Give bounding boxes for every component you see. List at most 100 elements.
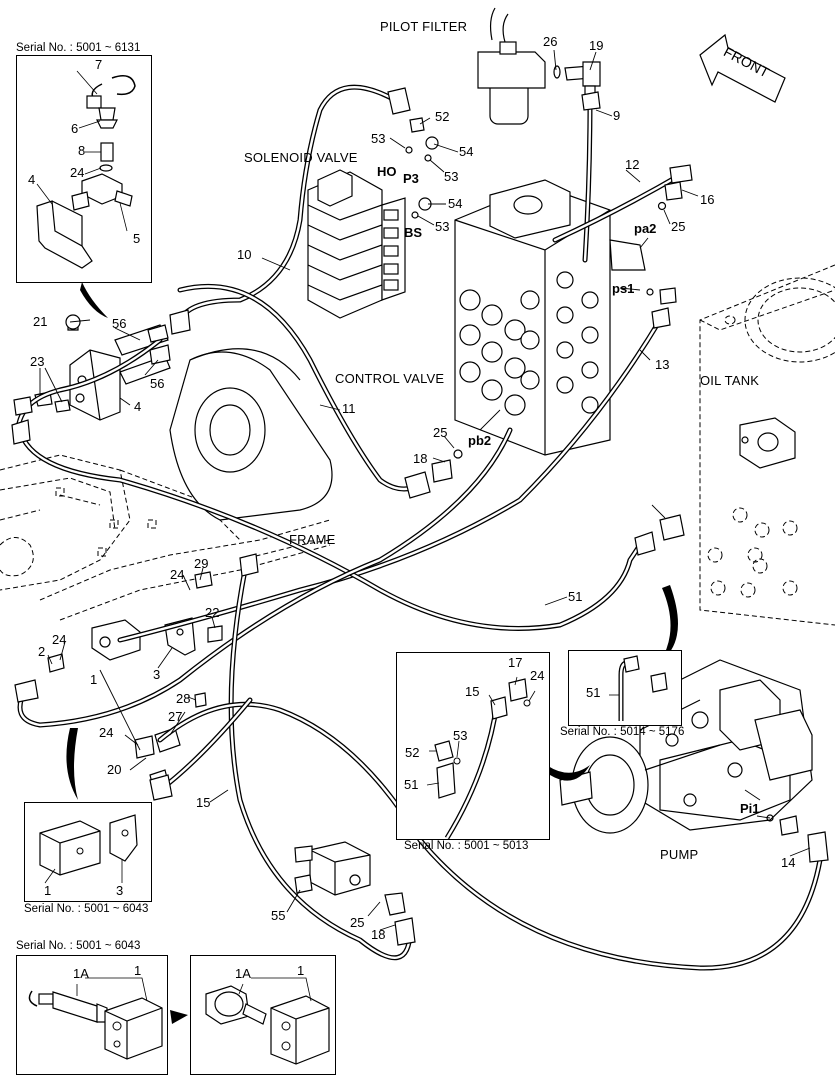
callout-15: 15: [196, 795, 211, 810]
control-valve-assembly: [454, 179, 646, 456]
callout-8: 8: [78, 143, 86, 158]
callout-3-b: 3: [116, 883, 124, 898]
callout-52-a: 52: [435, 109, 450, 124]
callout-2: 2: [38, 644, 46, 659]
solenoid-valve-label: SOLENOID VALVE: [244, 150, 358, 165]
callout-54-a: 54: [459, 144, 474, 159]
callout-4-a: 4: [28, 172, 36, 187]
inset-sensor-new-art: [205, 977, 330, 1065]
callout-51-a: 51: [568, 589, 583, 604]
callout-24-e: 24: [530, 668, 545, 683]
callout-1-a: 1: [90, 672, 98, 687]
callout-1a-b: 1A: [235, 966, 251, 981]
port-pa2-label: pa2: [634, 221, 657, 236]
callout-12: 12: [625, 157, 640, 172]
callout-arrows: [66, 282, 678, 1024]
callout-23: 23: [30, 354, 45, 369]
callout-1a-a: 1A: [73, 966, 89, 981]
callout-1-b: 1: [44, 883, 52, 898]
callout-28: 28: [176, 691, 191, 706]
inset-sensor-new: [190, 955, 336, 1075]
port-pb2-label: pb2: [468, 433, 492, 448]
callout-24-b: 24: [170, 567, 185, 582]
pump-assembly: [559, 659, 813, 834]
callout-6: 6: [71, 121, 79, 136]
inset-block-bracket-art: [39, 814, 138, 884]
callout-56-b: 56: [150, 376, 165, 391]
callout-24-c: 24: [52, 632, 67, 647]
port-ho-label: HO: [377, 164, 397, 179]
frame-structure: [0, 454, 331, 621]
callout-55: 55: [271, 908, 286, 923]
serial-label-5176: Serial No. : 5014 ~ 5176: [560, 726, 685, 738]
callout-56-a: 56: [112, 316, 127, 331]
callout-18-b: 18: [371, 927, 386, 942]
callout-26: 26: [543, 34, 558, 49]
callout-3-a: 3: [153, 667, 161, 682]
port-p3-label: P3: [403, 171, 419, 186]
callout-7: 7: [95, 57, 103, 72]
pilot-filter-label: PILOT FILTER: [380, 19, 468, 34]
inset-fitting-5001-art: [426, 676, 536, 840]
swing-mount: [169, 348, 333, 521]
inset-fitting-5014-art: [609, 655, 668, 721]
callout-15-b: 15: [465, 684, 480, 699]
serial-label-6043-a: Serial No. : 5001 ~ 6043: [24, 903, 149, 915]
callout-51-c: 51: [586, 685, 601, 700]
control-valve-label: CONTROL VALVE: [335, 371, 445, 386]
oil-tank: [699, 264, 835, 626]
front-arrow: [699, 33, 786, 103]
callout-53-c: 53: [435, 219, 450, 234]
inset-pressure-switch: [16, 55, 152, 283]
callout-19: 19: [589, 38, 604, 53]
callout-51-b: 51: [404, 777, 419, 792]
callout-54-b: 54: [448, 196, 463, 211]
callout-22: 22: [205, 605, 220, 620]
port-ps1-label: ps1: [612, 281, 635, 296]
callout-4-b: 4: [134, 399, 142, 414]
leader-lines: [39, 49, 811, 931]
callout-20: 20: [107, 762, 122, 777]
serial-label-6131: Serial No. : 5001 ~ 6131: [16, 42, 141, 54]
callout-25-b: 25: [433, 425, 448, 440]
fittings: [11, 87, 829, 946]
serial-label-6043-b: Serial No. : 5001 ~ 6043: [16, 940, 141, 952]
callout-16: 16: [700, 192, 715, 207]
inset-sensor-old: [16, 955, 168, 1075]
pump-label: PUMP: [660, 847, 699, 862]
lower-valve-block: [294, 841, 406, 916]
callout-52-b: 52: [405, 745, 420, 760]
oil-tank-label: OIL TANK: [700, 373, 760, 388]
pilot-filter-assembly: [477, 7, 601, 125]
callout-10: 10: [237, 247, 252, 262]
port-pi1-label: Pi1: [740, 801, 760, 816]
callout-29: 29: [194, 556, 209, 571]
port-markers: [479, 237, 761, 801]
callout-11: 11: [342, 401, 356, 416]
frame-label: FRAME: [289, 532, 336, 547]
callout-14: 14: [781, 855, 796, 870]
hoses: [15, 84, 823, 971]
callout-9: 9: [613, 108, 621, 123]
callout-25-c: 25: [350, 915, 365, 930]
callout-25-a: 25: [671, 219, 686, 234]
callout-1-c: 1: [134, 963, 142, 978]
inset-pressure-switch-art: [36, 70, 136, 269]
callout-53-b: 53: [444, 169, 459, 184]
inset-fitting-5001: [396, 652, 550, 840]
callout-5: 5: [133, 231, 141, 246]
callout-1-d: 1: [297, 963, 305, 978]
bracket-assembly: [34, 314, 171, 421]
callout-13: 13: [655, 357, 670, 372]
callout-18-a: 18: [413, 451, 428, 466]
callout-21: 21: [33, 314, 48, 329]
control-valve-spools: [459, 271, 599, 416]
inset-fitting-5014: [568, 650, 682, 726]
inset-block-bracket: [24, 802, 152, 902]
callout-24-a: 24: [70, 165, 85, 180]
callout-24-d: 24: [99, 725, 114, 740]
callout-53-d: 53: [453, 728, 468, 743]
inset-sensor-old-art: [28, 977, 163, 1060]
